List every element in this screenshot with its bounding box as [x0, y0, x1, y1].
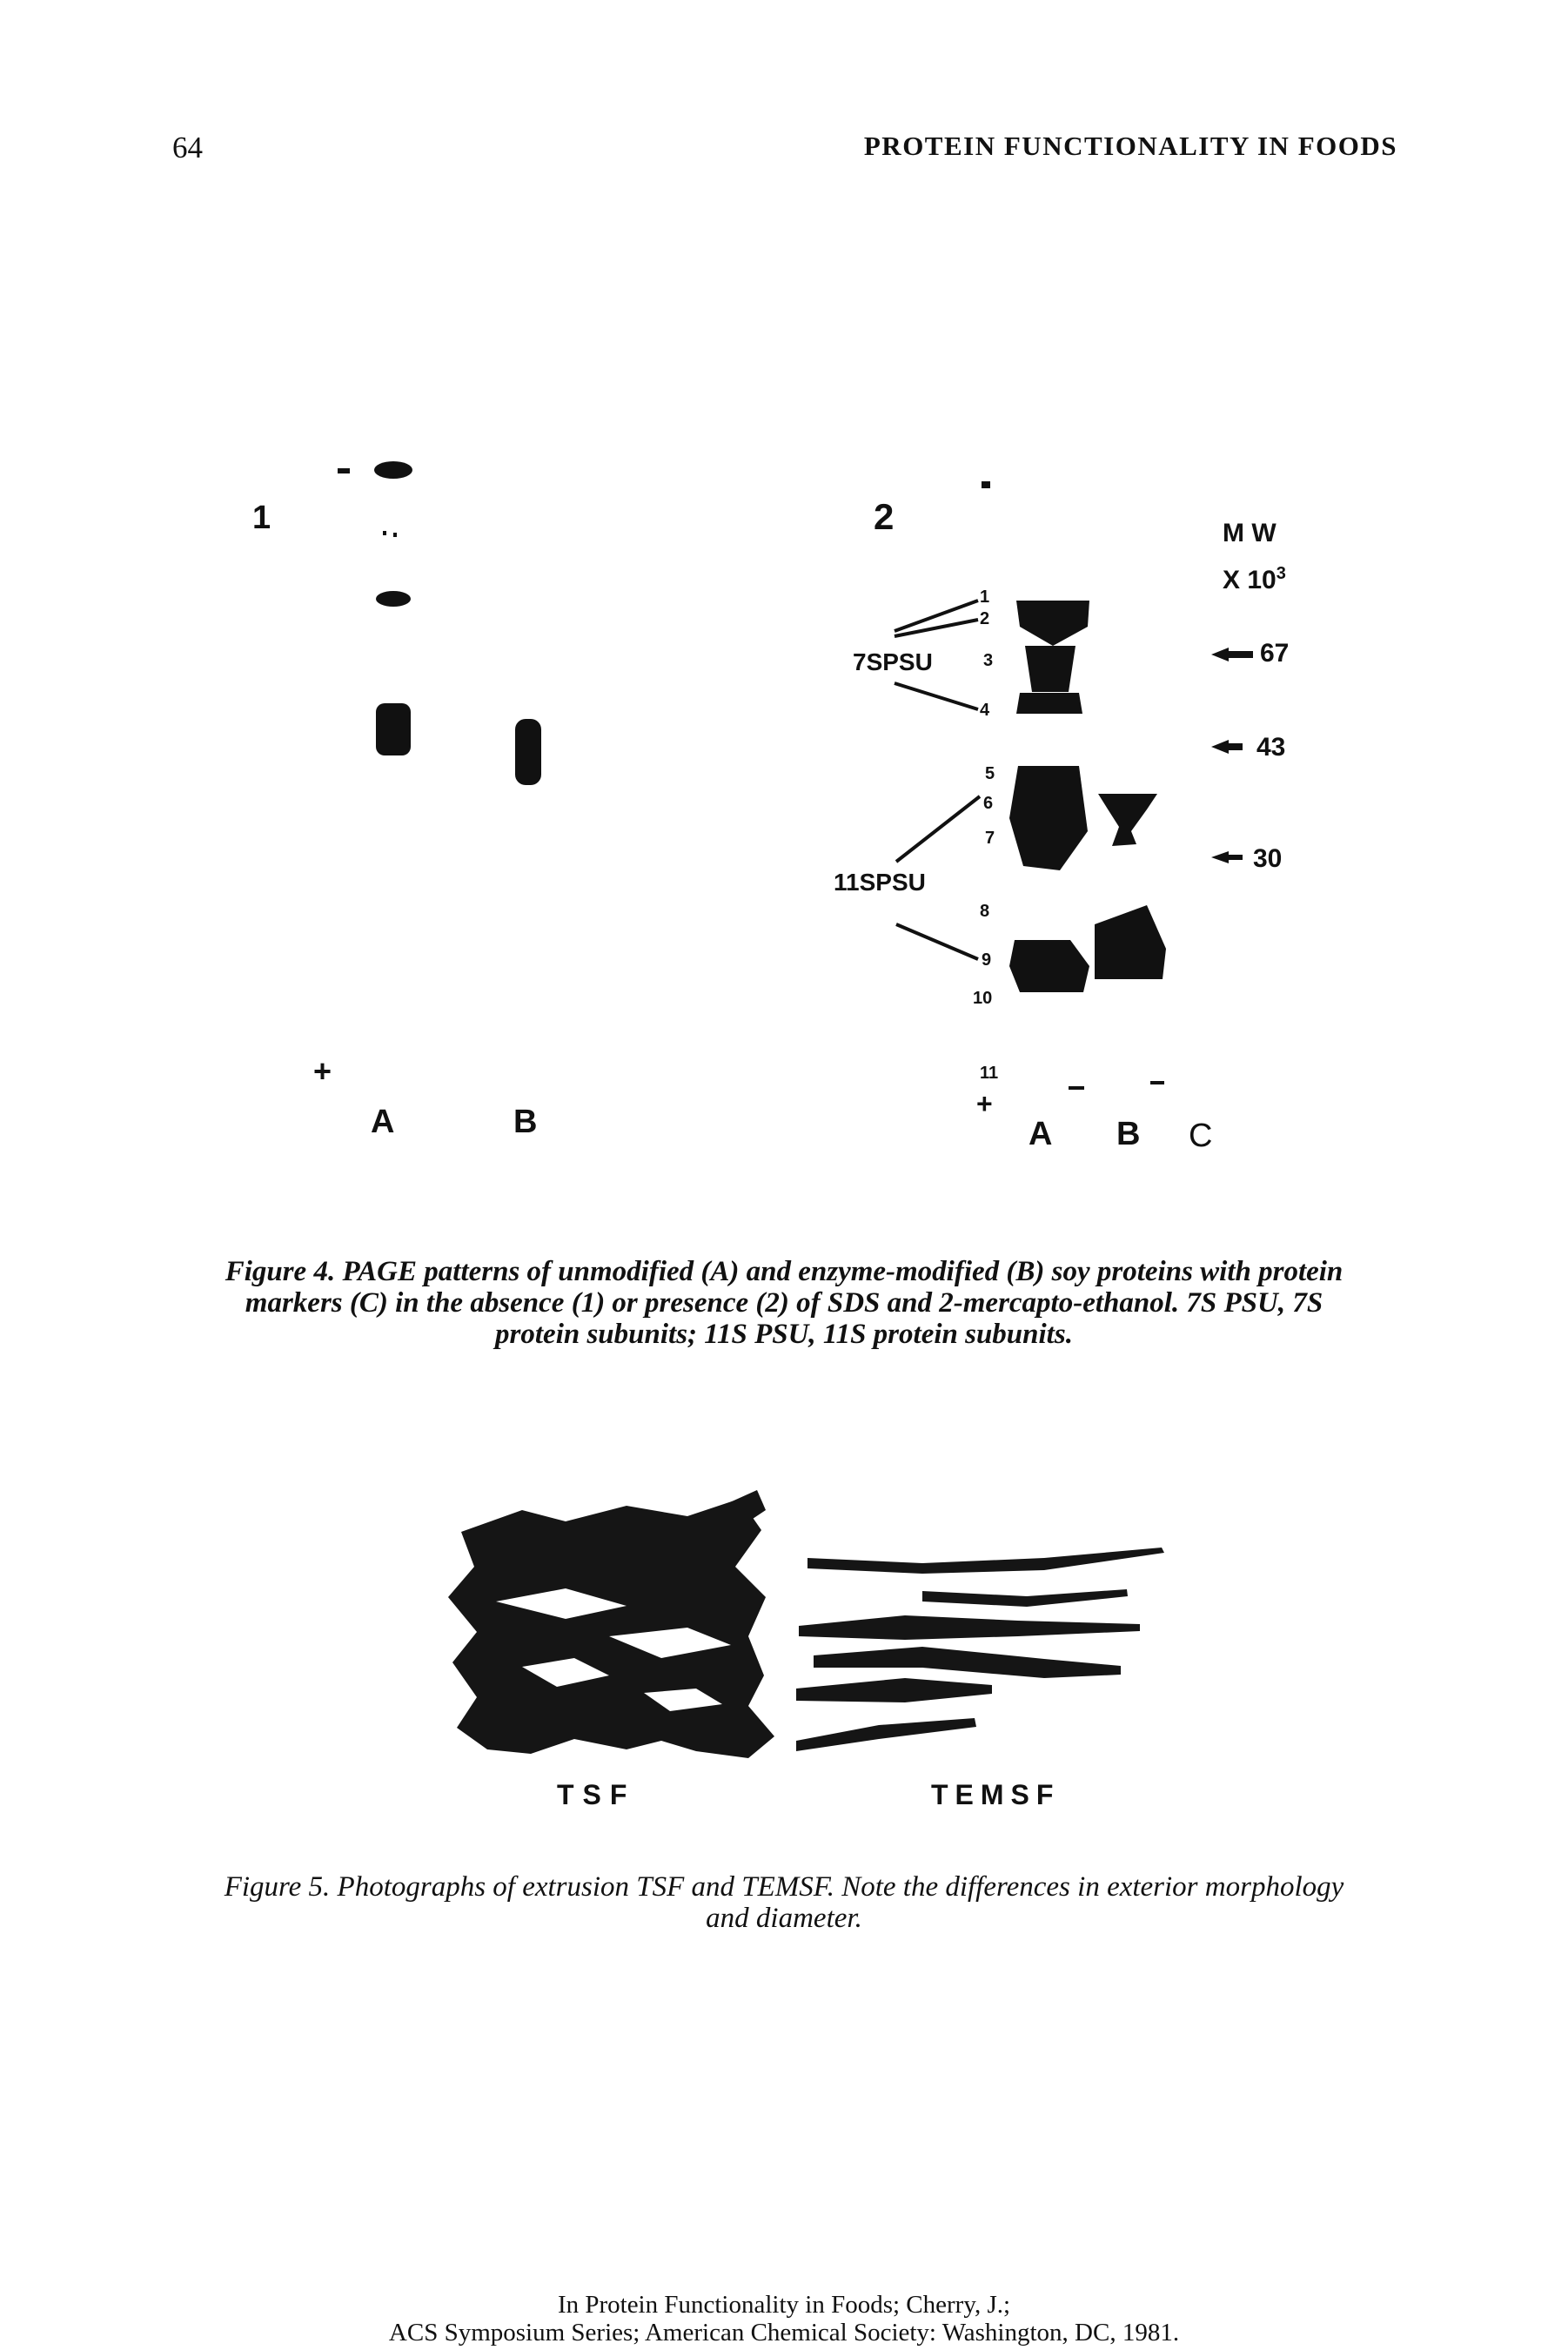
- gel-band: [393, 533, 397, 537]
- band-number: 8: [980, 902, 990, 921]
- gel-band: [376, 703, 411, 755]
- figure-5-label-temsf: TEMSF: [931, 1779, 1061, 1810]
- panel-1-lane-b: B: [513, 1104, 538, 1140]
- band-number: 10: [973, 989, 993, 1008]
- page-number: 64: [172, 131, 203, 164]
- marker-label-43: 43: [1256, 733, 1286, 762]
- gel-band: [982, 481, 990, 488]
- leader-line: [894, 618, 979, 638]
- leader-line: [895, 923, 979, 961]
- leader-line: [894, 599, 979, 633]
- temsf-photo: [796, 1548, 1164, 1751]
- gel-band: [1098, 794, 1157, 846]
- band-number: 11: [980, 1064, 999, 1083]
- band-number: 1: [980, 588, 990, 607]
- group-label-11s: 11SPSU: [834, 869, 926, 896]
- panel-2-label: 2: [874, 496, 895, 537]
- panel-1-plus: +: [313, 1053, 332, 1089]
- panel-2-lane-b: B: [1116, 1116, 1141, 1152]
- mw-scale-base: X 10: [1223, 566, 1277, 594]
- panel-1-lane-a: A: [371, 1104, 395, 1140]
- leader-line: [894, 682, 979, 711]
- gel-band: [374, 461, 412, 479]
- gel-band: [383, 531, 386, 535]
- marker-arrow-67: [1211, 648, 1253, 661]
- gel-band: [1069, 1086, 1084, 1090]
- mw-scale-exponent: 3: [1276, 564, 1286, 583]
- gel-band: [515, 719, 541, 785]
- band-number: 2: [980, 609, 990, 628]
- gel-band: [1150, 1081, 1164, 1084]
- figure-5-caption: Figure 5. Photographs of extrusion TSF a…: [224, 1871, 1344, 1934]
- band-number: 4: [980, 701, 990, 720]
- marker-label-67: 67: [1260, 639, 1290, 668]
- marker-arrow-30: [1211, 851, 1243, 863]
- mw-title: M W: [1223, 519, 1277, 547]
- footer-line-2: ACS Symposium Series; American Chemical …: [388, 2319, 1180, 2347]
- gel-band: [376, 591, 411, 607]
- panel-2-plus: +: [976, 1088, 993, 1119]
- gel-band: [1016, 693, 1082, 714]
- band-number: 9: [982, 950, 992, 970]
- mw-scale: X 103: [1223, 564, 1286, 595]
- group-label-7s: 7SPSU: [853, 648, 933, 675]
- band-number: 5: [985, 764, 995, 783]
- gel-band: [1009, 940, 1089, 992]
- band-number: 6: [983, 794, 994, 813]
- marker-label-30: 30: [1253, 844, 1283, 873]
- figure-4-caption: Figure 4. PAGE patterns of unmodified (A…: [224, 1256, 1344, 1350]
- gel-band: [1016, 601, 1089, 646]
- running-head: PROTEIN FUNCTIONALITY IN FOODS: [863, 131, 1397, 161]
- gel-band: [1095, 905, 1166, 979]
- tsf-photo: [448, 1490, 774, 1758]
- panel-2-lane-c: C: [1189, 1118, 1213, 1154]
- band-number: 3: [983, 651, 994, 670]
- marker-arrow-43: [1211, 740, 1243, 754]
- band-number: 7: [985, 829, 995, 848]
- figure-5-label-tsf: TSF: [557, 1779, 636, 1810]
- panel-1-label: 1: [252, 500, 271, 536]
- leader-line: [895, 795, 982, 863]
- footer-line-1: In Protein Functionality in Foods; Cherr…: [557, 2291, 1011, 2319]
- gel-band: [1009, 766, 1088, 870]
- panel-2-lane-a: A: [1029, 1116, 1053, 1152]
- gel-band: [1025, 646, 1075, 692]
- gel-band: [338, 468, 350, 473]
